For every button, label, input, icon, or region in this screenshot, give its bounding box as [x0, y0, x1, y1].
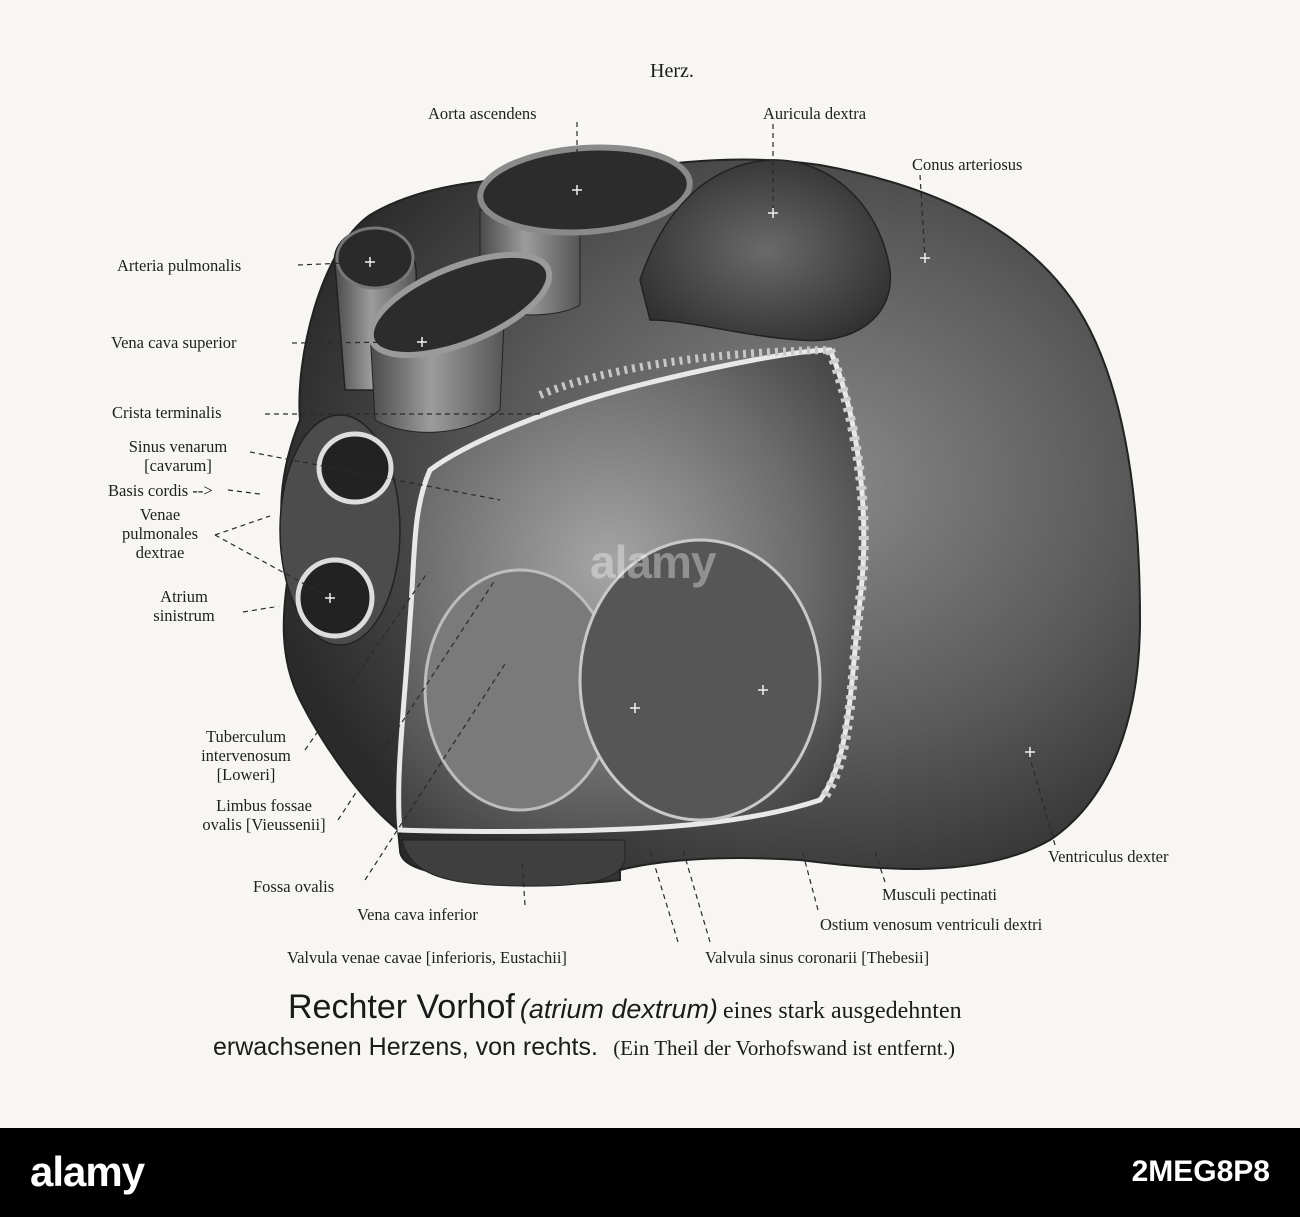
- caption-line-2: erwachsenen Herzens, von rechts. (Ein Th…: [213, 1033, 955, 1061]
- alamy-logo: alamy: [30, 1148, 145, 1195]
- heart-illustration: [214, 122, 1142, 943]
- label-conus-arteriosus: Conus arteriosus: [912, 155, 1023, 174]
- label-musculi-pectinati: Musculi pectinati: [882, 885, 998, 904]
- caption-line-1: Rechter Vorhof (atrium dextrum) eines st…: [288, 988, 962, 1026]
- label-basis-cordis: Basis cordis -->: [108, 481, 213, 500]
- vena-cava-inferior-shape: [399, 819, 626, 887]
- label-valvula-sinus-coronarii: Valvula sinus coronarii [Thebesii]: [705, 948, 930, 967]
- label-vena-cava-superior: Vena cava superior: [111, 333, 237, 352]
- label-ventriculus-dexter: Ventriculus dexter: [1048, 847, 1169, 866]
- watermark: alamy: [590, 536, 716, 588]
- label-aorta-ascendens: Aorta ascendens: [428, 104, 537, 123]
- label-venae-pulmonales: Venae pulmonales dextrae: [121, 505, 199, 562]
- auricula-dextra-shape: [639, 159, 892, 342]
- label-atrium-sinistrum: Atrium sinistrum: [153, 587, 215, 625]
- arrow-right-icon: -->: [192, 481, 213, 500]
- label-sinus-venarum: Sinus venarum [cavarum]: [128, 437, 228, 475]
- vena-pulmonalis-upper: [316, 431, 394, 505]
- label-auricula-dextra: Auricula dextra: [763, 104, 867, 123]
- image-id: 2MEG8P8: [1131, 1155, 1270, 1188]
- page-title: Herz.: [650, 60, 694, 82]
- stock-footer-bar: alamy 2MEG8P8: [0, 1128, 1300, 1217]
- label-vena-cava-inferior: Vena cava inferior: [357, 905, 478, 924]
- label-fossa-ovalis: Fossa ovalis: [253, 877, 335, 896]
- label-ostium-venosum: Ostium venosum ventriculi dextri: [820, 915, 1043, 934]
- label-tuberculum-intervenosum: Tuberculum intervenosum [Loweri]: [201, 727, 291, 784]
- label-limbus-fossae-ovalis: Limbus fossae ovalis [Vieussenii]: [202, 796, 326, 834]
- label-valvula-venae-cavae: Valvula venae cavae [inferioris, Eustach…: [287, 948, 567, 967]
- label-crista-terminalis: Crista terminalis: [112, 403, 222, 422]
- limbus-shape: [578, 538, 822, 822]
- label-arteria-pulmonalis: Arteria pulmonalis: [117, 256, 242, 275]
